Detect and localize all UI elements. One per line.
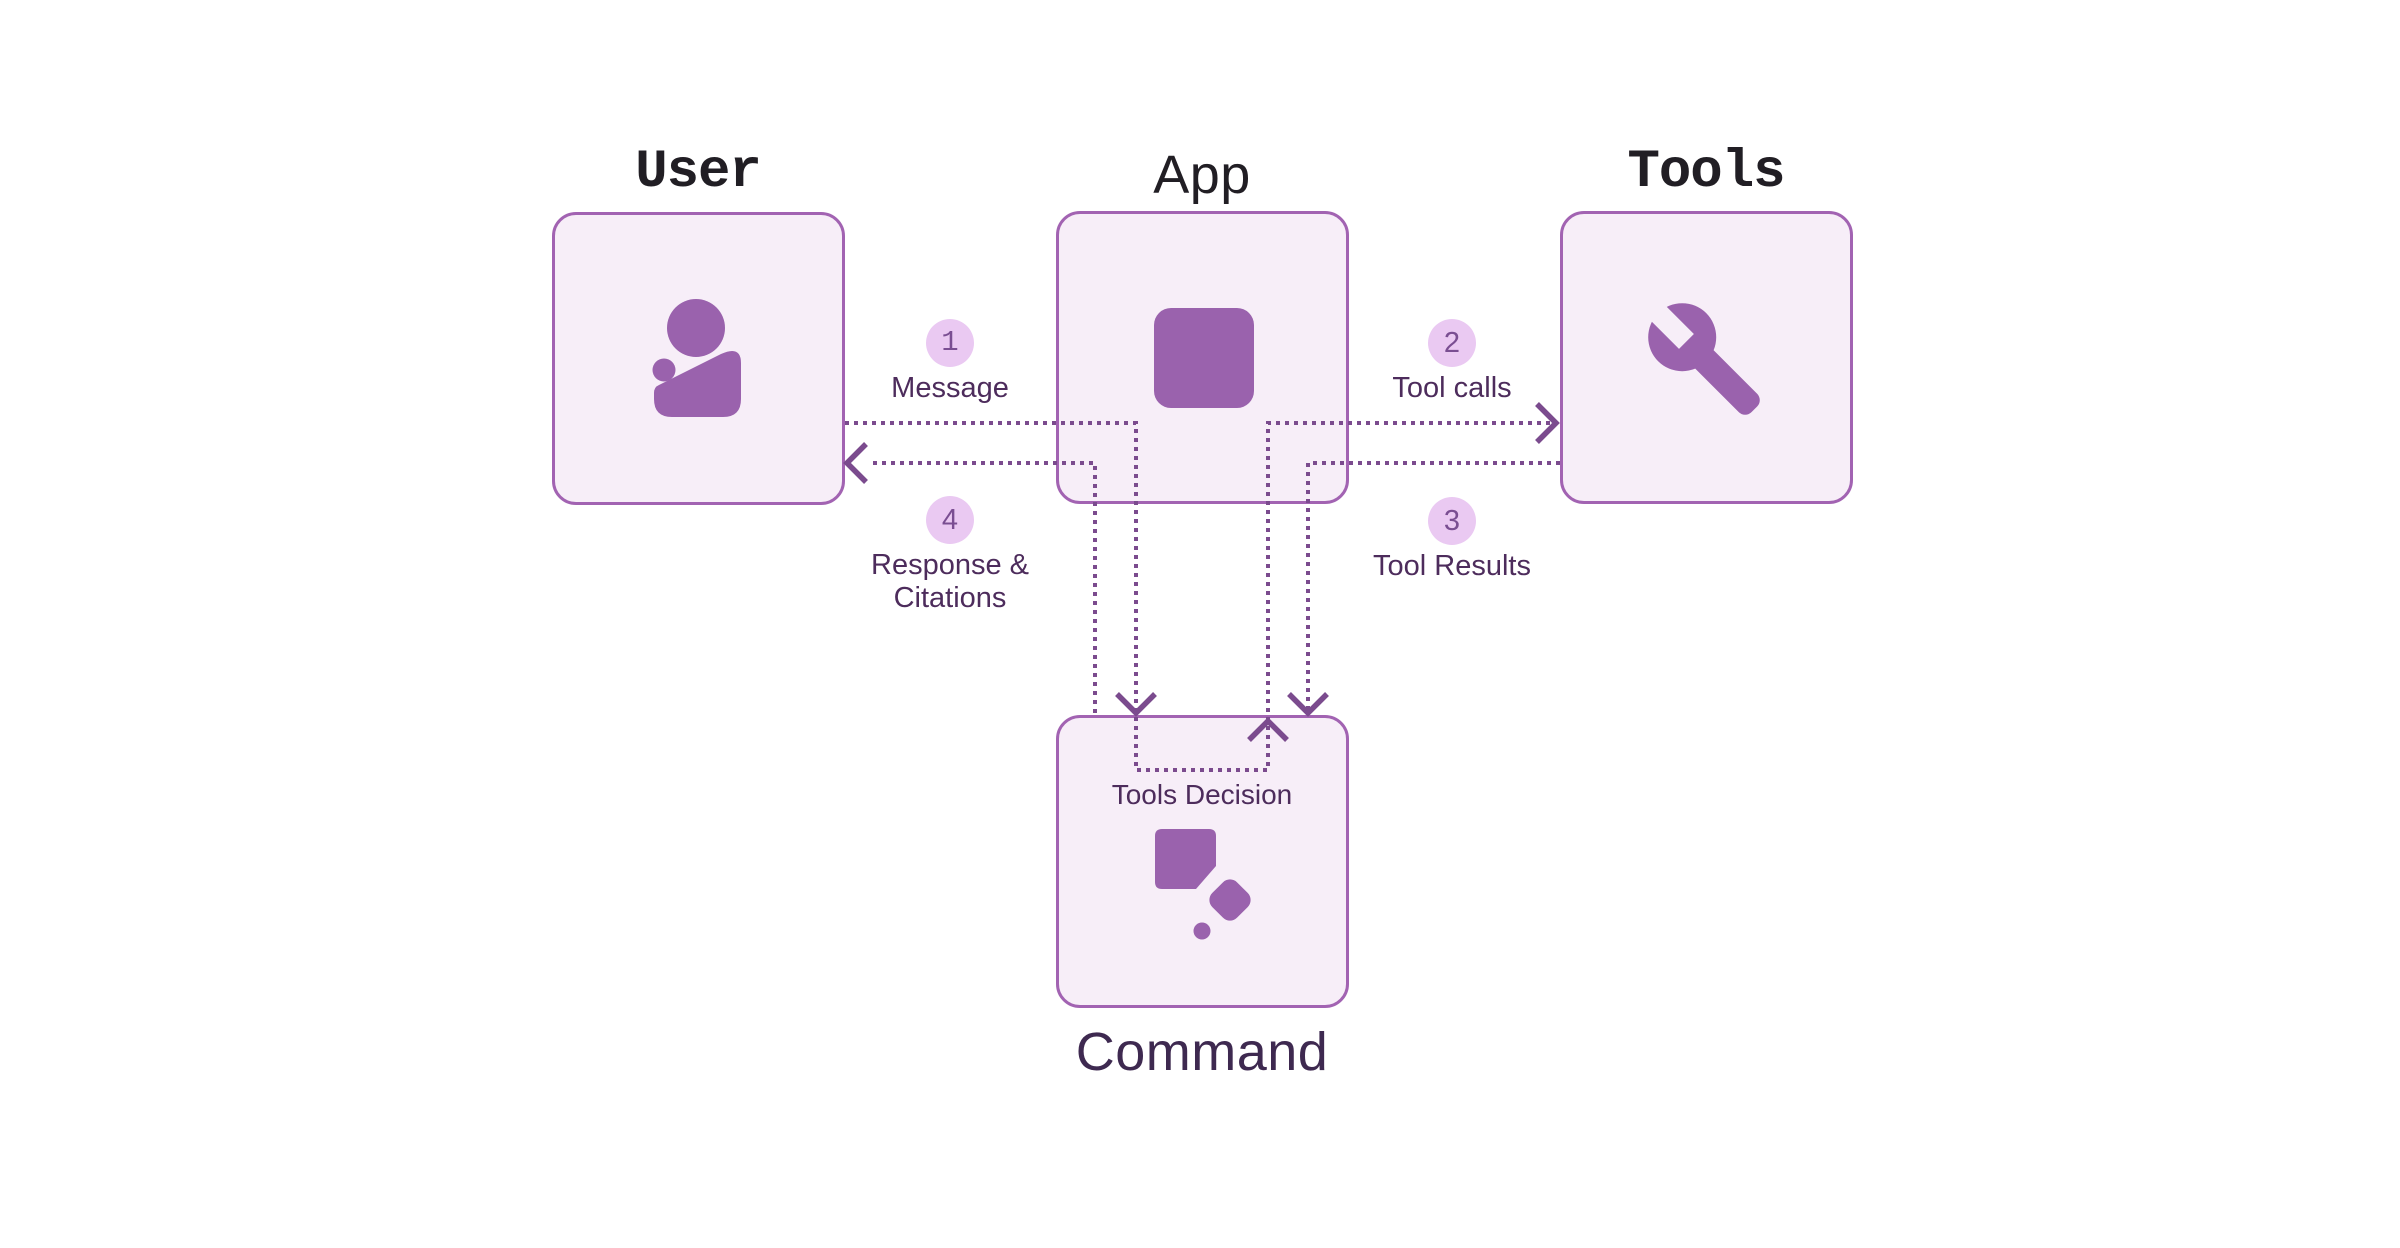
tool-results-flow-label: Tool Results (1373, 550, 1531, 582)
tools-decision-label: Tools Decision (1111, 779, 1293, 810)
wrench-jaw-notch (1641, 296, 1694, 349)
tool-calls-flow-label: Tool calls (1392, 372, 1512, 404)
user-node-box (552, 212, 845, 505)
arrowhead-left-into-user (843, 442, 868, 484)
person-body (654, 351, 741, 417)
command-large-square (1155, 829, 1216, 889)
app-square (1154, 308, 1254, 408)
command-dot (1193, 922, 1211, 940)
step-badge-4: 4 (926, 496, 974, 544)
person-arm (652, 358, 676, 382)
app-square-icon (1154, 308, 1254, 408)
app-node-title: App (1153, 145, 1251, 205)
user-node-title: User (635, 142, 762, 203)
person-head (667, 299, 725, 357)
step-badge-2: 2 (1428, 319, 1476, 367)
command-node-title: Command (1075, 1022, 1329, 1082)
step-badge-3: 3 (1428, 497, 1476, 545)
message-flow-label: Message (891, 372, 1009, 404)
app-node-box (1056, 211, 1349, 504)
command-logo-icon (1155, 829, 1251, 940)
wrench-handle (1690, 345, 1760, 415)
arrowhead-right-into-tools (1535, 402, 1560, 444)
arrowhead-down-into-command-left (1115, 692, 1157, 717)
response-citations-flow-label: Response & Citations (871, 549, 1029, 614)
arrowhead-down-into-command-right (1287, 692, 1329, 717)
person-icon (652, 299, 741, 417)
command-small-square (1209, 879, 1251, 921)
step-badge-1: 1 (926, 319, 974, 367)
tools-node-title: Tools (1627, 142, 1785, 203)
command-node-box (1056, 715, 1349, 1008)
wrench-icon (1641, 296, 1760, 415)
tools-node-box (1560, 211, 1853, 504)
